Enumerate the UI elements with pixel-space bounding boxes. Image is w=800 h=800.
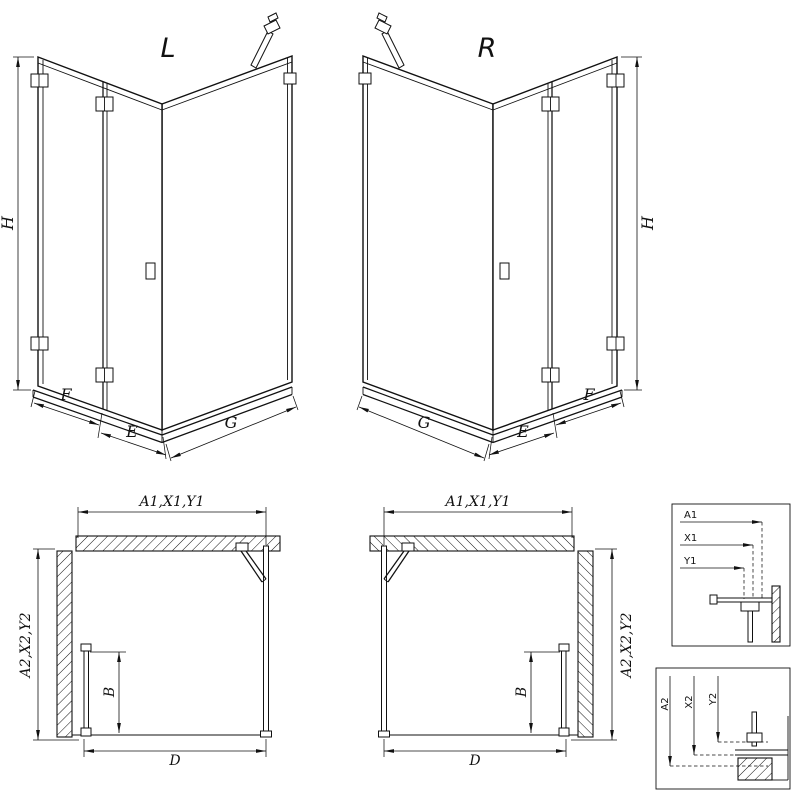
dim-label-f-left: F <box>59 385 72 404</box>
detail-label-y2: Y2 <box>708 693 719 706</box>
view-label-right: R <box>478 33 497 64</box>
detail-depth-references: A2 X2 Y2 <box>655 667 791 790</box>
detail-label-x1: X1 <box>684 533 697 544</box>
detail-label-y1: Y1 <box>683 556 696 567</box>
dim-label-a1x1y1-right: A1,X1,Y1 <box>444 494 511 510</box>
dim-label-a2x2y2-left: A2,X2,Y2 <box>18 612 34 679</box>
plan-view-right <box>370 507 617 757</box>
dim-label-g-right: G <box>418 413 431 432</box>
dim-label-e-left: E <box>125 422 138 441</box>
dim-label-b-right: B <box>514 687 530 698</box>
dim-label-d-left: D <box>168 753 180 769</box>
dim-label-h-right: H <box>638 215 657 231</box>
detail-width-references: A1 X1 Y1 <box>671 503 791 647</box>
dim-label-b-left: B <box>102 687 118 698</box>
dim-label-d-right: D <box>468 753 480 769</box>
dim-label-a1x1y1-left: A1,X1,Y1 <box>138 494 205 510</box>
plan-view-left <box>33 507 280 757</box>
detail-label-x2: X2 <box>684 695 695 708</box>
dim-label-g-left: G <box>225 413 238 432</box>
view-label-left: L <box>160 33 175 64</box>
dim-label-f-right: F <box>582 385 595 404</box>
detail-label-a2: A2 <box>660 697 671 710</box>
iso-view-right <box>357 13 642 461</box>
dim-label-a2x2y2-right: A2,X2,Y2 <box>619 612 635 679</box>
detail-label-a1: A1 <box>684 510 697 521</box>
dim-label-h-left: H <box>0 215 17 231</box>
dim-label-e-right: E <box>516 422 529 441</box>
iso-view-left <box>13 13 298 461</box>
